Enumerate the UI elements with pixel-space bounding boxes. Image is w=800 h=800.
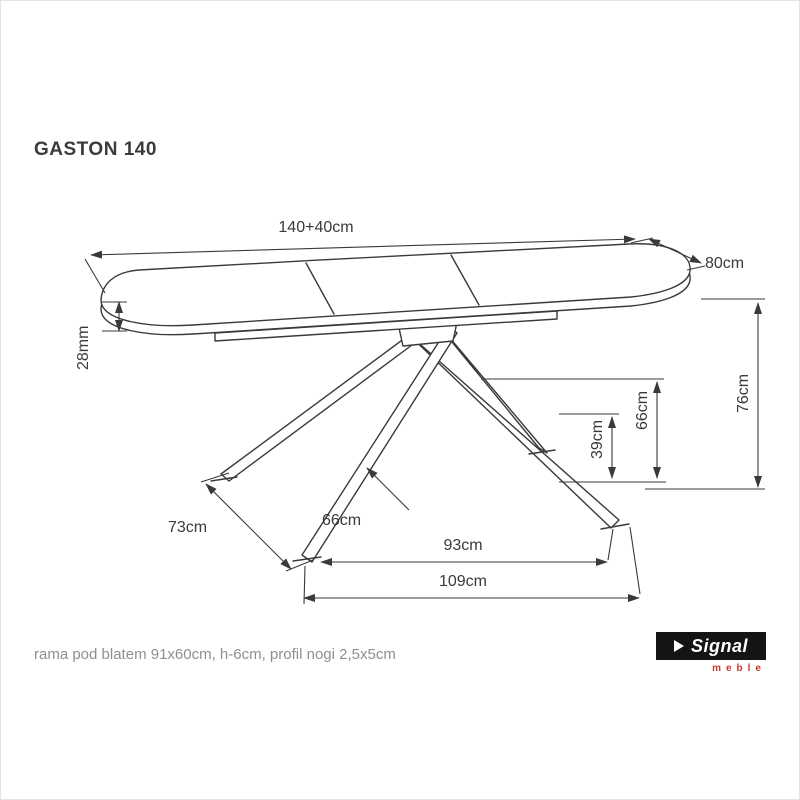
foot-front-right [600, 523, 630, 530]
dim-label-top-length: 140+40cm [278, 219, 353, 236]
dim-line [205, 483, 292, 570]
leaf-split-left [305, 262, 335, 315]
ext-line [84, 258, 106, 294]
foot-back-right [528, 449, 556, 455]
ext-line [285, 559, 314, 572]
dim-label-height: 76cm [735, 374, 752, 413]
leg-back-right [442, 330, 548, 454]
dim-label-base-depth: 73cm [168, 519, 207, 536]
leaf-split-right [450, 254, 480, 306]
dim-line [366, 467, 410, 511]
leg-back-left [220, 334, 417, 482]
dimension-base-depth: 73cm [168, 472, 314, 572]
dim-label-depth: 80cm [705, 255, 744, 272]
brand-subtitle: meble [712, 663, 766, 674]
foot-front-left [292, 556, 322, 562]
dimension-height: 76cm [645, 298, 765, 490]
dim-line [90, 235, 636, 259]
dimension-base-inner: 66cm [322, 467, 410, 529]
signal-arrow-icon [673, 640, 684, 652]
dimension-cross-height: 39cm [559, 413, 619, 479]
ext-line [607, 528, 614, 561]
frame-spec-note: rama pod blatem 91x60cm, h-6cm, profil n… [34, 646, 396, 663]
dimension-depth: 80cm [630, 237, 744, 272]
dim-label-cross-height: 39cm [589, 420, 606, 459]
dimension-base-outer-width: 109cm [303, 526, 641, 605]
dim-label-base-outer-width: 109cm [439, 573, 487, 590]
tabletop [100, 243, 691, 336]
dim-label-base-inner: 66cm [322, 512, 361, 529]
dimension-under-height: 66cm [481, 378, 666, 483]
dim-line [648, 238, 702, 264]
brand-name: Signal [690, 635, 748, 656]
ext-line [629, 526, 641, 595]
page-title: GASTON 140 [34, 139, 157, 160]
dim-label-thickness: 28mm [75, 326, 92, 370]
brand-logo: Signal [656, 632, 766, 660]
ext-line [200, 472, 230, 483]
dimension-thickness: 28mm [75, 301, 127, 370]
ext-line [686, 265, 706, 271]
table-base [210, 321, 630, 563]
dimension-base-width: 93cm [320, 528, 614, 566]
foot-back-left [210, 476, 238, 482]
dimension-top-length: 140+40cm [84, 219, 636, 294]
dim-label-base-width: 93cm [443, 537, 482, 554]
dim-label-under-height: 66cm [634, 391, 651, 430]
